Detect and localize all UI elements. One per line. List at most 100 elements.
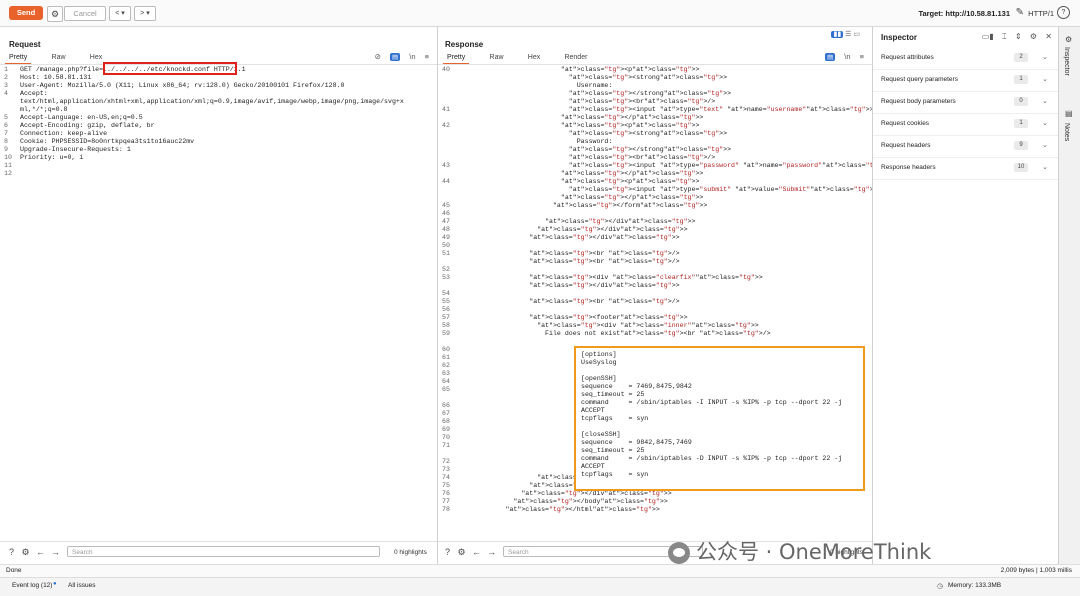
response-code-line: "at">class="tg"></p"at">class="tg">>	[438, 170, 872, 178]
search-input[interactable]: Search	[67, 546, 380, 557]
notes-icon[interactable]: ▤	[1065, 109, 1073, 118]
chevron-down-icon[interactable]: ⌄	[1042, 120, 1048, 127]
gear-icon[interactable]: ⚙	[1029, 32, 1038, 41]
cancel-button[interactable]: Cancel	[64, 6, 106, 21]
response-code-line: 46	[438, 210, 872, 218]
tab-hex[interactable]: Hex	[89, 54, 103, 61]
gear-icon[interactable]: ⚙	[47, 6, 63, 22]
layout-icon[interactable]: ▭▮	[981, 32, 994, 41]
response-code-line: 59 File does not exist"at">class="tg"><b…	[438, 330, 872, 338]
target-label: Target: http://10.58.81.131	[918, 9, 1010, 18]
request-code-line: 12	[0, 170, 437, 178]
http-version-label[interactable]: HTTP/1	[1028, 9, 1054, 18]
request-code-line: 7 Connection: keep-alive	[0, 130, 437, 138]
gear-icon[interactable]: ⚙	[21, 547, 30, 557]
response-code-line: "at">class="tg"></p"at">class="tg">>	[438, 114, 872, 122]
sort-icon[interactable]: ⌶	[1001, 32, 1007, 41]
newline-icon[interactable]: \n	[409, 52, 416, 61]
next-arrow-icon[interactable]: →	[51, 547, 60, 557]
gear-icon[interactable]: ⚙	[457, 547, 466, 557]
line-text: "at">class="tg"></html"at">class="tg">>	[505, 506, 660, 513]
tab-raw[interactable]: Raw	[51, 54, 66, 61]
split-view-icon[interactable]: ▮▮	[831, 31, 844, 38]
line-text: "at">class="tg"><p"at">class="tg">>	[560, 66, 700, 73]
divider	[438, 64, 872, 65]
response-title: Response	[445, 40, 484, 49]
line-text: "at">class="tg"></div"at">class="tg">>	[545, 218, 696, 225]
tab-hex[interactable]: Hex	[527, 54, 541, 61]
response-code-line: "at">class="tg"><br"at">class="tg">/>	[438, 98, 872, 106]
side-tab-inspector[interactable]: Inspector	[1063, 47, 1070, 76]
newline-icon[interactable]: \n	[844, 52, 851, 61]
line-number: 54	[442, 290, 450, 297]
response-code-line: 77 "at">class="tg"></body"at">class="tg"…	[438, 498, 872, 506]
line-number: 64	[442, 378, 450, 385]
tab-render[interactable]: Render	[564, 54, 588, 61]
menu-icon[interactable]: ≡	[424, 52, 429, 61]
wrap-icon[interactable]: ▤	[390, 53, 401, 61]
hide-icon[interactable]: ⊘	[374, 52, 381, 61]
close-icon[interactable]: ✕	[1045, 32, 1052, 41]
forward-button[interactable]: > ▾	[134, 6, 156, 21]
side-tab-notes[interactable]: Notes	[1063, 123, 1070, 142]
chevron-down-icon[interactable]: ⌄	[1042, 142, 1048, 149]
line-number: 11	[4, 162, 12, 169]
line-number: 74	[442, 474, 450, 481]
help-icon[interactable]: ?	[444, 547, 450, 557]
line-text: Accept-Encoding: gzip, deflate, br	[20, 122, 155, 129]
next-arrow-icon[interactable]: →	[487, 547, 496, 557]
line-number: 66	[442, 402, 450, 409]
event-log-link[interactable]: Event log (12)	[12, 582, 53, 589]
line-number: 7	[4, 130, 8, 137]
response-code-line: 50	[438, 242, 872, 250]
all-issues-link[interactable]: All issues	[68, 582, 96, 589]
response-code-line: Username:	[438, 82, 872, 90]
send-button[interactable]: Send	[9, 6, 43, 20]
line-number: 52	[442, 266, 450, 273]
horizontal-view-icon[interactable]: ☰	[845, 31, 852, 38]
wrap-icon[interactable]: ▤	[825, 53, 836, 61]
search-input[interactable]: Search	[503, 546, 703, 557]
prev-arrow-icon[interactable]: ←	[472, 547, 481, 557]
chevron-down-icon[interactable]: ⌄	[1042, 164, 1048, 171]
line-number: 10	[4, 154, 12, 161]
help-icon[interactable]: ?	[1057, 6, 1070, 19]
prev-arrow-icon[interactable]: ←	[36, 547, 45, 557]
inspector-side-icon[interactable]: ⚙	[1065, 35, 1073, 44]
tab-raw[interactable]: Raw	[489, 54, 504, 61]
divider	[0, 64, 437, 65]
layout-toggle[interactable]: ▮▮ ☰ ▭	[831, 30, 860, 38]
single-view-icon[interactable]: ▭	[853, 31, 860, 38]
response-code-line: 78 "at">class="tg"></html"at">class="tg"…	[438, 506, 872, 514]
inspector-title: Inspector	[881, 33, 918, 42]
response-code-line: "at">class="tg"><strong"at">class="tg">>	[438, 130, 872, 138]
memory-usage: Memory: 133.3MB	[948, 582, 1002, 589]
chevron-down-icon[interactable]: ⌄	[1042, 98, 1048, 105]
line-number: 56	[442, 306, 450, 313]
edit-pencil-icon[interactable]: ✎	[1015, 7, 1024, 18]
back-button[interactable]: < ▾	[109, 6, 131, 21]
response-code-line: 42 "at">class="tg"><p"at">class="tg">>	[438, 122, 872, 130]
line-number: 73	[442, 466, 450, 473]
line-text: Connection: keep-alive	[20, 130, 108, 137]
collapse-icon[interactable]: ⇕	[1014, 32, 1022, 41]
line-text: "at">class="tg"></strong"at">class="tg">…	[568, 146, 732, 153]
chevron-down-icon[interactable]: ⌄	[1042, 54, 1048, 61]
chevron-down-icon[interactable]: ⌄	[1042, 76, 1048, 83]
help-icon[interactable]: ?	[8, 547, 14, 557]
response-editor[interactable]: 40 "at">class="tg"><p"at">class="tg">> "…	[438, 66, 872, 542]
response-code-line: "at">class="tg"></p"at">class="tg">>	[438, 194, 872, 202]
line-number: 4	[4, 90, 8, 97]
line-number: 62	[442, 362, 450, 369]
menu-icon[interactable]: ≡	[859, 52, 864, 61]
